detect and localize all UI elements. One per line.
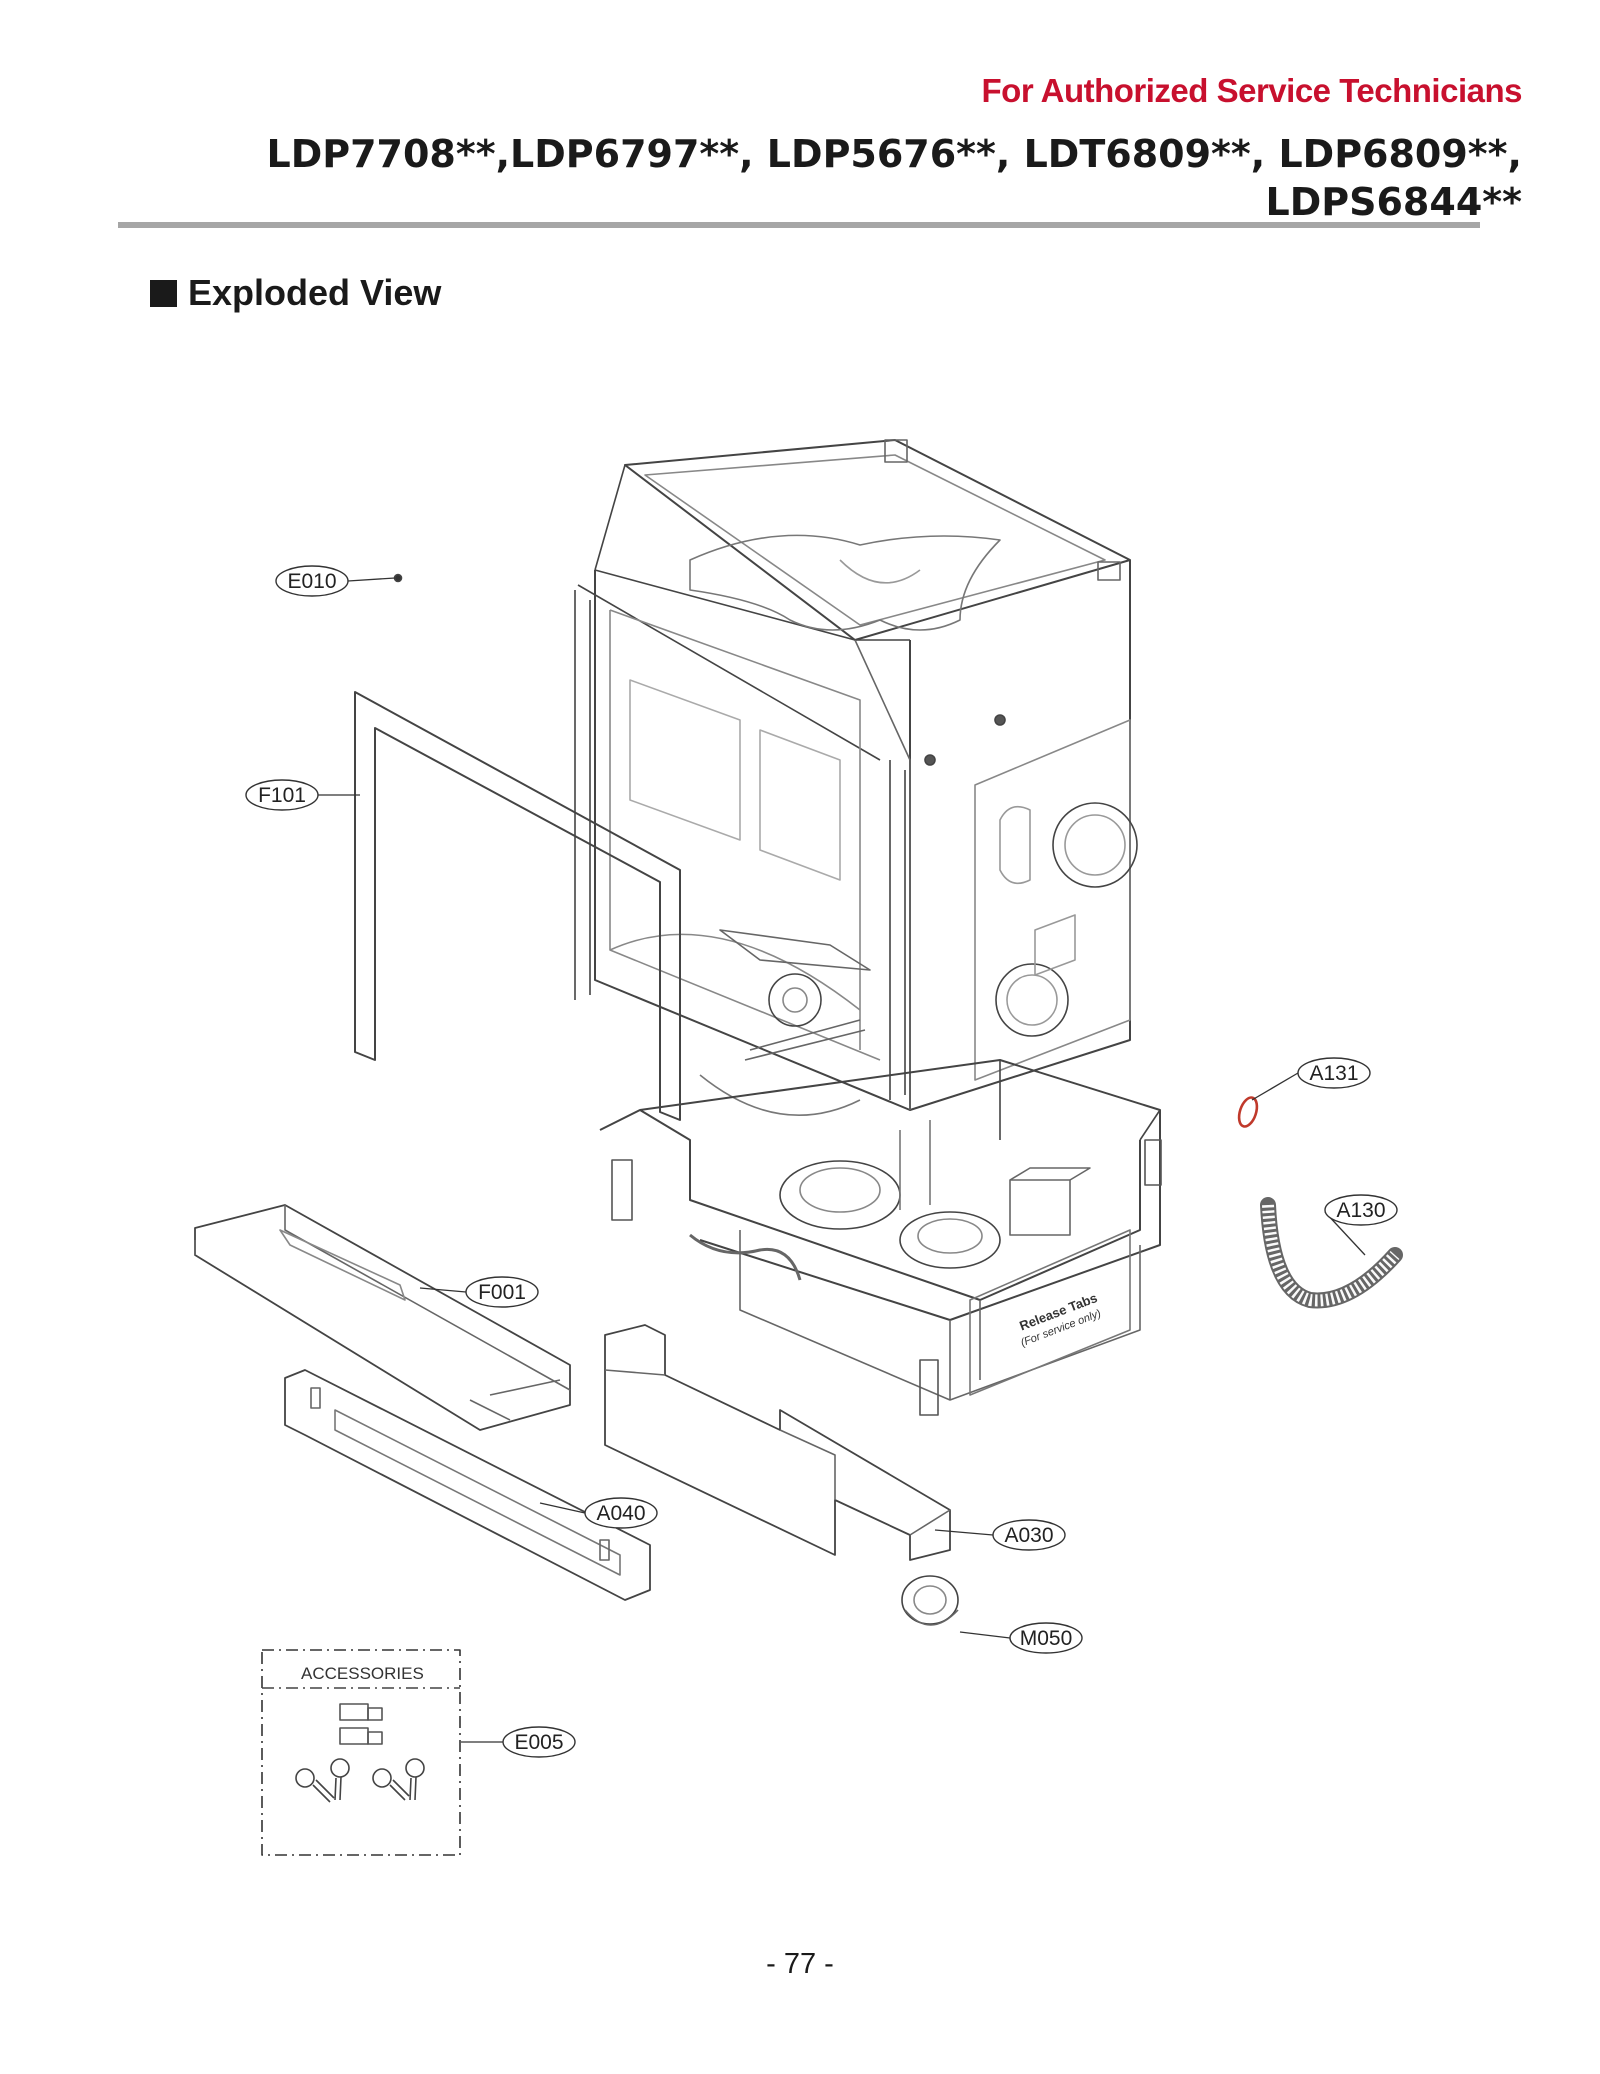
accessories-label: ACCESSORIES (301, 1664, 424, 1683)
leader-lines (318, 577, 1366, 1743)
screw-drawing (393, 573, 403, 583)
callout-a131-text: A131 (1309, 1062, 1358, 1085)
callout-f001-text: F001 (478, 1281, 526, 1304)
callout-a130: A130 (1324, 1194, 1398, 1226)
release-tabs-label: Release Tabs (For service only) (1017, 1290, 1103, 1349)
callout-f101: F101 (245, 779, 319, 811)
callout-a030-text: A030 (1004, 1524, 1053, 1547)
header-divider (118, 222, 1480, 228)
callout-a030: A030 (992, 1519, 1066, 1551)
page-number: - 77 - (766, 1948, 834, 1980)
header-tagline: For Authorized Service Technicians (981, 72, 1523, 109)
door-gasket-drawing (354, 691, 681, 1121)
callout-f101-text: F101 (258, 784, 306, 807)
callout-m050: M050 (1009, 1622, 1083, 1654)
callout-a040: A040 (584, 1497, 658, 1529)
base-assembly-drawing (599, 1059, 1162, 1416)
callout-e010-text: E010 (287, 570, 336, 593)
toe-kick-drawing (284, 1369, 651, 1601)
callout-m050-text: M050 (1020, 1627, 1073, 1650)
bracket-drawing (194, 1204, 571, 1431)
tub-assembly-drawing (574, 439, 1138, 1116)
insulation-drawing (604, 1324, 951, 1561)
callout-a040-text: A040 (596, 1502, 645, 1525)
callout-a130-text: A130 (1336, 1199, 1385, 1222)
switch-drawing (901, 1575, 959, 1626)
square-bullet-icon (150, 279, 177, 307)
section-heading: Exploded View (150, 272, 441, 314)
callout-e005-text: E005 (514, 1731, 563, 1754)
callout-e010: E010 (275, 565, 349, 597)
callout-a131: A131 (1297, 1057, 1371, 1089)
callout-e005: E005 (502, 1726, 576, 1758)
section-title: Exploded View (188, 272, 442, 313)
callout-f001: F001 (465, 1276, 539, 1308)
model-numbers-heading: LDP7708**,LDP6797**, LDP5676**, LDT6809*… (266, 132, 1522, 224)
o-ring-drawing (1237, 1096, 1259, 1128)
accessories-box (261, 1649, 461, 1856)
